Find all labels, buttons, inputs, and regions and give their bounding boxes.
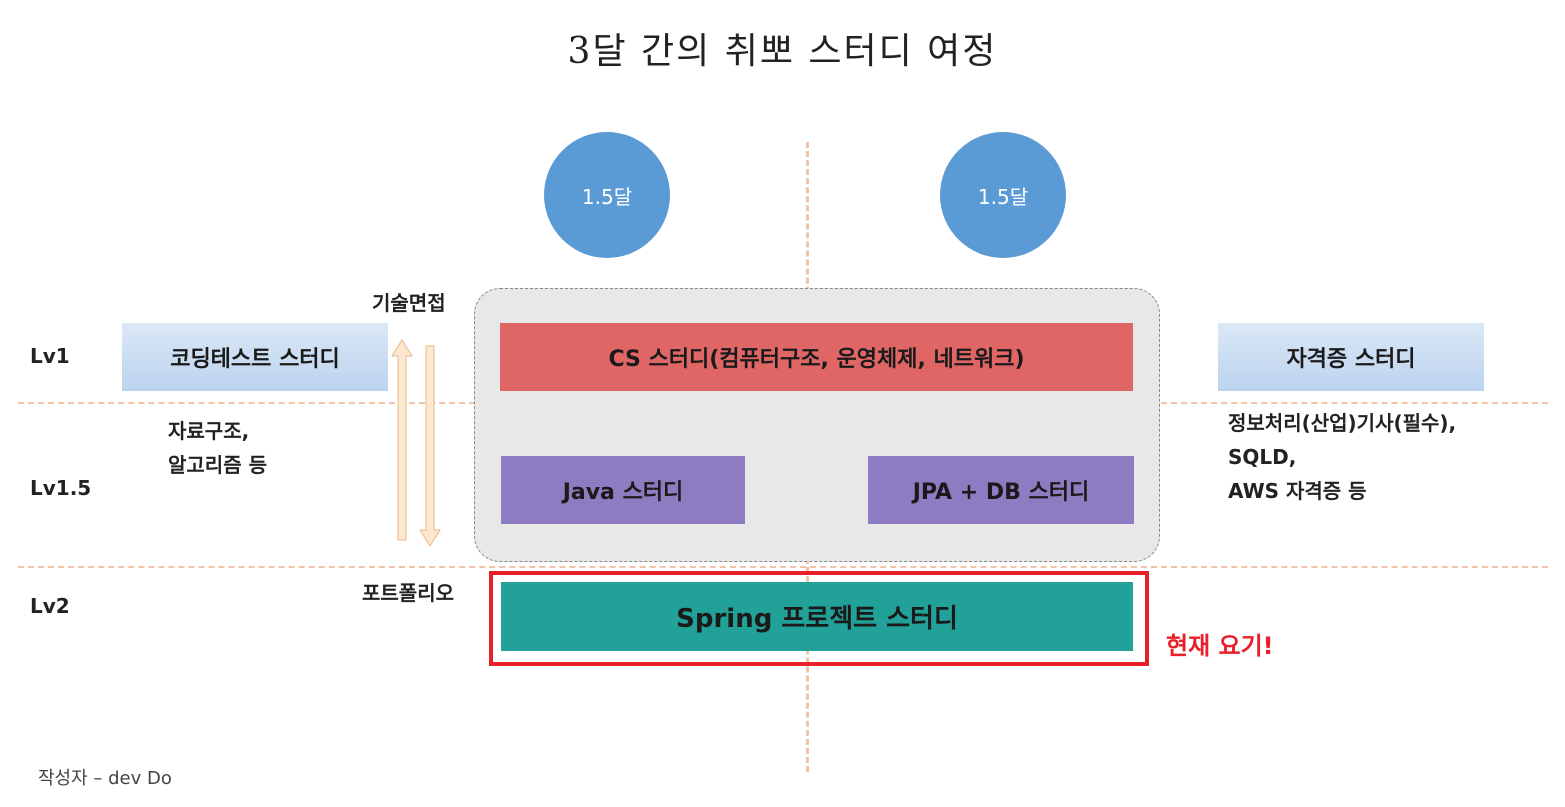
cs-study-box: CS 스터디(컴퓨터구조, 운영체제, 네트워크) [500,323,1133,391]
cert-note-line: AWS 자격증 등 [1228,479,1367,503]
coding-test-note: 자료구조, 알고리즘 등 [168,414,267,482]
certificate-study-box: 자격증 스터디 [1218,323,1484,391]
diagram-title: 3달 간의 취뽀 스터디 여정 [567,31,998,72]
portfolio-label: 포트폴리오 [362,581,454,605]
jpa-db-study-box: JPA + DB 스터디 [868,456,1134,524]
author-credit: 작성자 – dev Do [38,768,172,789]
bidirectional-arrow-icon [391,339,441,547]
coding-note-line: 알고리즘 등 [168,453,267,477]
cert-note-line: 정보처리(산업)기사(필수), [1228,411,1457,435]
coding-note-line: 자료구조, [168,419,250,443]
current-stage-highlight [489,571,1149,666]
level-divider-2 [18,566,1548,568]
phase-circle-1: 1.5달 [544,132,670,258]
level-label-lv1: Lv1 [30,344,70,368]
level-label-lv2: Lv2 [30,594,70,618]
spring-project-study-box: Spring 프로젝트 스터디 [501,582,1133,651]
phase-circle-2: 1.5달 [940,132,1066,258]
cert-note-line: SQLD, [1228,445,1297,469]
java-study-box: Java 스터디 [501,456,745,524]
level-label-lv1-5: Lv1.5 [30,476,92,500]
coding-test-study-box: 코딩테스트 스터디 [122,323,388,391]
certificate-note: 정보처리(산업)기사(필수), SQLD, AWS 자격증 등 [1228,406,1456,508]
interview-label: 기술면접 [372,291,446,315]
current-marker: 현재 요기! [1166,632,1274,660]
